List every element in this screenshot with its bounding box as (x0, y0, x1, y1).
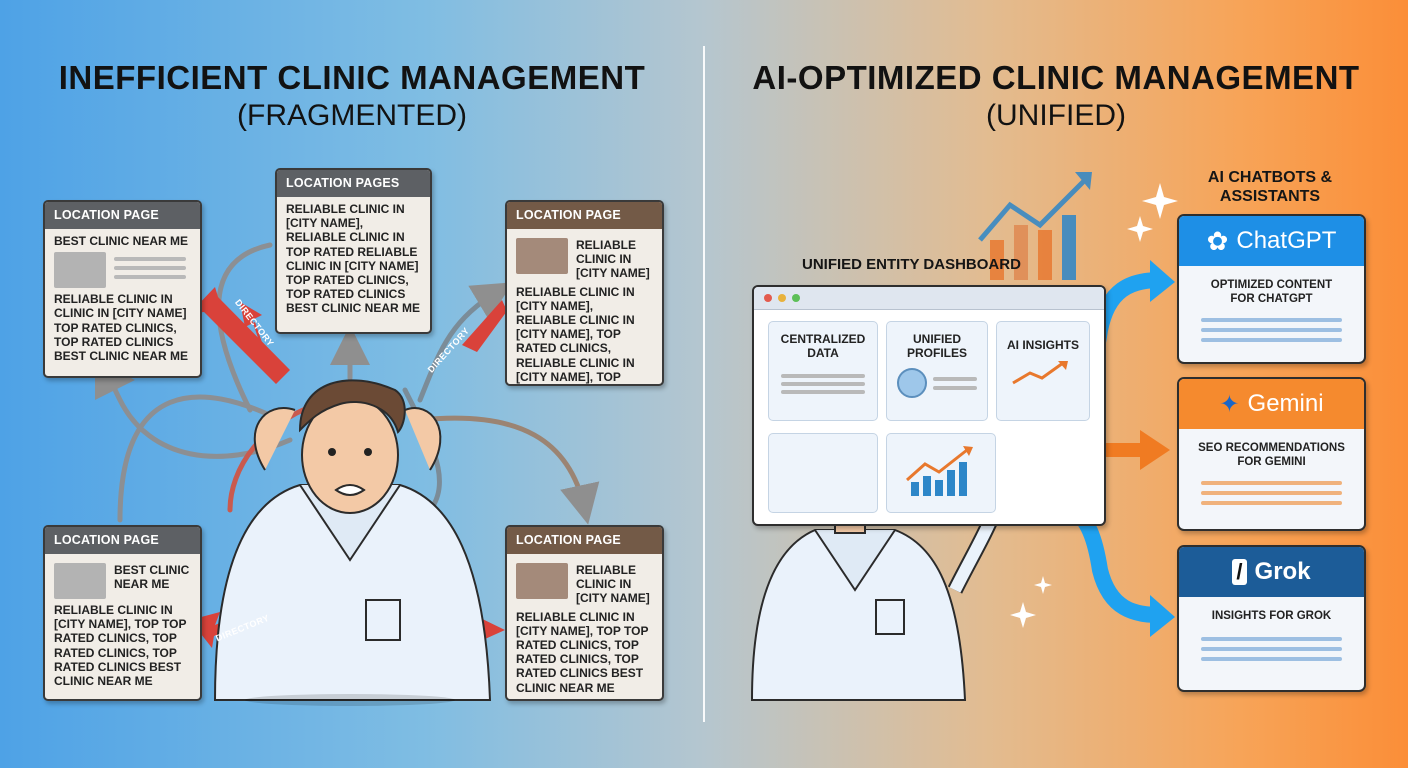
tile-unified-profiles: UNIFIED PROFILES (886, 321, 988, 421)
left-title-main: INEFFICIENT CLINIC MANAGEMENT (58, 59, 646, 96)
assistant-header: ✦ Gemini (1179, 379, 1364, 429)
card-body-text: RELIABLE CLINIC IN [CITY NAME], TOP TOP … (54, 603, 187, 689)
window-title-bar (754, 287, 1104, 310)
tile-label: AI INSIGHTS (1006, 338, 1079, 352)
sparkle-icon (1142, 183, 1178, 219)
tile-centralized-data: CENTRALIZED DATA (768, 321, 878, 421)
card-header: LOCATION PAGE (45, 202, 200, 229)
assistant-name: ChatGPT (1236, 227, 1337, 254)
card-top-text: BEST CLINIC NEAR ME (54, 234, 189, 248)
growth-chart-illustration (978, 172, 1092, 280)
sparkle-icon (1010, 602, 1036, 628)
sparkle-icon (1034, 576, 1052, 594)
window-close-icon (764, 294, 772, 302)
location-page-card-3: LOCATION PAGE BEST CLINIC NEAR ME RELIAB… (43, 525, 202, 701)
tile-ai-insights: AI INSIGHTS (996, 321, 1090, 421)
card-body-text: RELIABLE CLINIC IN CLINIC IN [CITY NAME]… (54, 292, 189, 364)
tile-label: UNIFIED PROFILES (906, 332, 967, 360)
user-avatar-icon (897, 368, 927, 398)
location-page-card-4: LOCATION PAGE RELIABLE CLINIC IN [CITY N… (505, 525, 664, 701)
assistant-description: INSIGHTS FOR GROK (1211, 610, 1332, 622)
location-page-card-1: LOCATION PAGE BEST CLINIC NEAR ME RELIAB… (43, 200, 202, 378)
card-header: LOCATION PAGE (507, 202, 662, 229)
right-title-main: AI-OPTIMIZED CLINIC MANAGEMENT (752, 59, 1360, 96)
assistant-card-grok: / Grok INSIGHTS FOR GROK (1177, 545, 1366, 692)
location-pages-card: LOCATION PAGES RELIABLE CLINIC IN [CITY … (275, 168, 432, 334)
image-placeholder-icon (516, 238, 568, 274)
tile-label: CENTRALIZED DATA (780, 332, 866, 360)
card-body: BEST CLINIC NEAR ME RELIABLE CLINIC IN C… (45, 229, 200, 368)
grok-x-icon: / (1232, 559, 1247, 585)
card-header: LOCATION PAGE (507, 527, 662, 554)
right-title: AI-OPTIMIZED CLINIC MANAGEMENT (UNIFIED) (728, 58, 1384, 134)
card-top-text: BEST CLINIC NEAR ME (114, 563, 190, 592)
card-body-text: RELIABLE CLINIC IN [CITY NAME], RELIABLE… (516, 284, 635, 384)
card-top-text: RELIABLE CLINIC IN [CITY NAME] (576, 563, 650, 606)
tile-bar-chart (886, 433, 996, 513)
card-media-row (54, 252, 191, 289)
text-lines (114, 252, 186, 288)
card-body-text: RELIABLE CLINIC IN [CITY NAME], RELIABLE… (286, 202, 421, 316)
image-placeholder-icon (54, 563, 106, 599)
card-body: RELIABLE CLINIC IN [CITY NAME] RELIABLE … (507, 229, 662, 384)
left-title: INEFFICIENT CLINIC MANAGEMENT (FRAGMENTE… (24, 58, 680, 134)
stressed-man-illustration (213, 379, 492, 706)
ai-chatbots-heading: AI CHATBOTS & ASSISTANTS (1207, 169, 1333, 205)
assistant-header: ✿ ChatGPT (1179, 216, 1364, 266)
gemini-star-icon: ✦ (1219, 390, 1240, 418)
assistant-name: Gemini (1247, 390, 1324, 417)
card-body-text: RELIABLE CLINIC IN [CITY NAME], TOP TOP … (516, 609, 649, 695)
tangle-line (417, 282, 513, 403)
assistant-description: OPTIMIZED CONTENT FOR CHATGPT (1210, 279, 1333, 305)
sparkle-icons (1010, 183, 1178, 628)
image-placeholder-icon (516, 563, 568, 599)
red-arrow-icon (462, 300, 507, 352)
card-header: LOCATION PAGES (277, 170, 430, 197)
bar-chart-icon (906, 446, 973, 496)
location-page-card-2: LOCATION PAGE RELIABLE CLINIC IN [CITY N… (505, 200, 664, 386)
assistant-card-chatgpt: ✿ ChatGPT OPTIMIZED CONTENT FOR CHATGPT (1177, 214, 1366, 364)
unified-entity-dashboard: CENTRALIZED DATA UNIFIED PROFILES AI INS… (752, 285, 1106, 526)
card-top-text: RELIABLE CLINIC IN [CITY NAME] (576, 238, 650, 281)
card-media-row: BEST CLINIC NEAR ME (54, 563, 191, 599)
tangle-line (117, 394, 283, 523)
tile-blank-panel (768, 433, 878, 513)
center-divider (703, 46, 705, 722)
card-body: RELIABLE CLINIC IN [CITY NAME] RELIABLE … (507, 554, 662, 699)
assistant-name: Grok (1254, 558, 1311, 585)
openai-icon: ✿ (1206, 225, 1229, 256)
dashboard-label: UNIFIED ENTITY DASHBOARD (802, 256, 1021, 273)
red-arrow-icon (240, 302, 275, 380)
window-minimize-icon (778, 294, 786, 302)
profile-row (887, 360, 987, 406)
assistant-header: / Grok (1179, 547, 1364, 597)
right-title-sub: (UNIFIED) (986, 98, 1126, 132)
image-placeholder-icon (54, 252, 106, 289)
card-body: BEST CLINIC NEAR ME RELIABLE CLINIC IN [… (45, 554, 200, 693)
card-header: LOCATION PAGE (45, 527, 200, 554)
insights-line-chart-icon (1012, 361, 1068, 385)
left-title-sub: (FRAGMENTED) (237, 98, 467, 132)
card-media-row: RELIABLE CLINIC IN [CITY NAME] (516, 238, 653, 281)
assistant-description: SEO RECOMMENDATIONS FOR GEMINI (1198, 442, 1345, 468)
window-maximize-icon (792, 294, 800, 302)
tangle-line (417, 415, 600, 525)
card-media-row: RELIABLE CLINIC IN [CITY NAME] (516, 563, 653, 606)
sparkle-icon (1127, 216, 1153, 242)
assistant-card-gemini: ✦ Gemini SEO RECOMMENDATIONS FOR GEMINI (1177, 377, 1366, 531)
